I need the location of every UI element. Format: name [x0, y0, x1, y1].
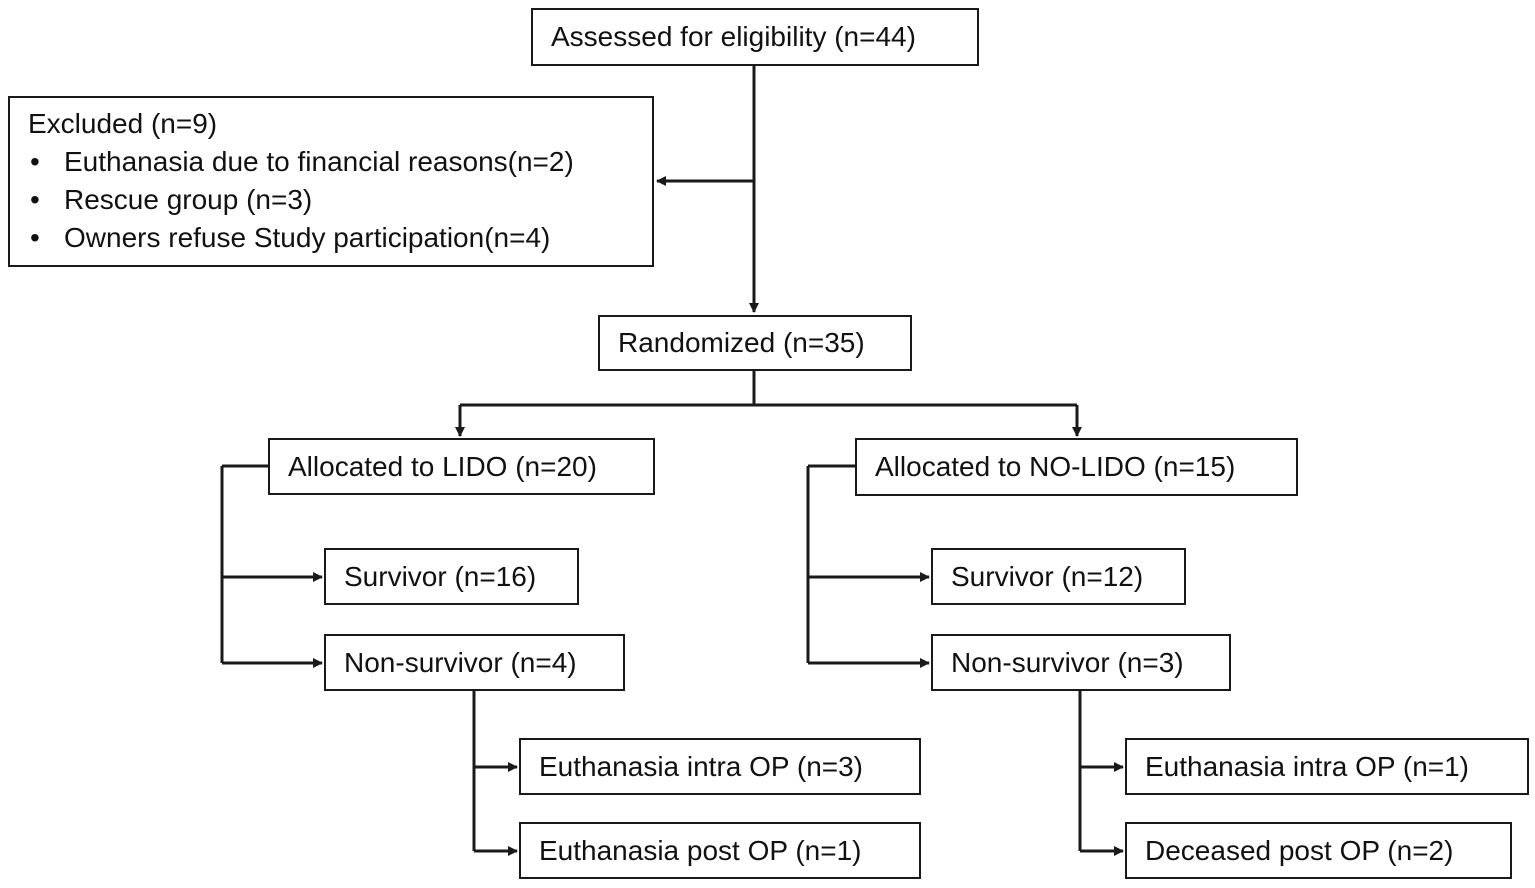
excluded-reason-item: Rescue group (n=3) — [28, 186, 652, 215]
no-lido-allocation-box: Allocated to NO-LIDO (n=15) — [855, 438, 1298, 496]
no-lido-survivor-label: Survivor (n=12) — [951, 560, 1144, 592]
lido-outcome-2-box: Euthanasia post OP (n=1) — [519, 822, 921, 879]
no-lido-survivor-box: Survivor (n=12) — [931, 548, 1186, 605]
lido-survivor-label: Survivor (n=16) — [344, 560, 537, 592]
lido-outcome-2-label: Euthanasia post OP (n=1) — [539, 834, 862, 866]
no-lido-allocation-label: Allocated to NO-LIDO (n=15) — [875, 451, 1236, 482]
lido-non-survivor-label: Non-survivor (n=4) — [344, 646, 577, 678]
lido-survivor-box: Survivor (n=16) — [324, 548, 579, 605]
randomized-box: Randomized (n=35) — [598, 315, 912, 371]
excluded-box: Excluded (n=9) Euthanasia due to financi… — [8, 96, 654, 267]
excluded-reason-item: Euthanasia due to financial reasons(n=2) — [28, 148, 652, 177]
excluded-reason-item: Owners refuse Study participation(n=4) — [28, 224, 652, 253]
eligibility-label: Assessed for eligibility (n=44) — [551, 21, 916, 52]
lido-allocation-box: Allocated to LIDO (n=20) — [268, 438, 655, 495]
no-lido-outcome-2-label: Deceased post OP (n=2) — [1145, 834, 1454, 866]
lido-non-survivor-box: Non-survivor (n=4) — [324, 634, 625, 691]
no-lido-outcome-2-box: Deceased post OP (n=2) — [1125, 822, 1512, 879]
lido-outcome-1-label: Euthanasia intra OP (n=3) — [539, 750, 864, 782]
no-lido-outcome-1-box: Euthanasia intra OP (n=1) — [1125, 738, 1529, 795]
lido-outcome-1-box: Euthanasia intra OP (n=3) — [519, 738, 921, 795]
lido-allocation-label: Allocated to LIDO (n=20) — [288, 450, 597, 482]
excluded-reasons-list: Euthanasia due to financial reasons(n=2)… — [28, 148, 652, 253]
eligibility-box: Assessed for eligibility (n=44) — [531, 8, 979, 66]
randomized-label: Randomized (n=35) — [618, 327, 865, 358]
no-lido-non-survivor-label: Non-survivor (n=3) — [951, 646, 1184, 678]
excluded-title: Excluded (n=9) — [28, 108, 218, 139]
no-lido-outcome-1-label: Euthanasia intra OP (n=1) — [1145, 750, 1470, 782]
no-lido-non-survivor-box: Non-survivor (n=3) — [931, 634, 1231, 691]
